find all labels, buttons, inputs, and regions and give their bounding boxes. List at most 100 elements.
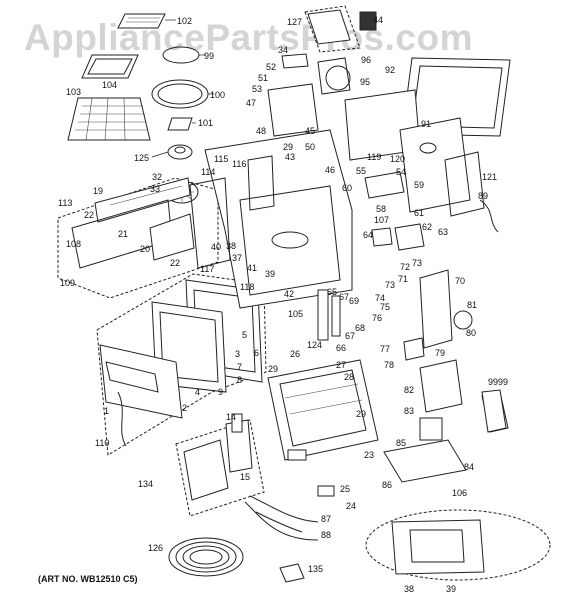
callout-64: 64 [363,230,373,240]
callout-115: 115 [214,154,228,164]
callout-55: 55 [356,166,366,176]
callout-99: 99 [204,51,214,61]
callout-58: 58 [376,204,386,214]
callout-80: 80 [466,328,476,338]
coupler-125 [151,144,193,160]
callout-29b: 29 [268,364,278,374]
callout-37: 37 [232,253,242,263]
callout-4: 4 [195,387,200,397]
coil-126 [168,537,244,577]
callout-113: 113 [58,198,72,208]
callout-134: 134 [138,479,153,489]
callout-103: 103 [66,87,81,97]
callout-69: 69 [349,296,359,306]
callout-63: 63 [438,227,448,237]
wire-harness [244,495,319,541]
callout-75: 75 [380,302,390,312]
callout-43: 43 [285,152,295,162]
callout-39a: 39 [265,269,275,279]
callout-119: 119 [367,152,381,162]
callout-72: 72 [400,262,410,272]
callout-86: 86 [382,480,392,490]
ring-99 [162,46,206,64]
callout-101: 101 [198,118,213,128]
callout-135: 135 [308,564,323,574]
main-cavity [189,129,353,309]
callout-62: 62 [422,222,432,232]
callout-65: 65 [327,287,337,297]
callout-120: 120 [390,154,405,164]
callout-48: 48 [256,126,266,136]
pad-135 [279,563,305,583]
callout-116: 116 [232,159,246,169]
hinge-parts [317,289,341,341]
callout-52: 52 [266,62,276,72]
callout-95: 95 [360,77,370,87]
callout-14: 14 [226,412,236,422]
control-panel-assembly [57,177,219,299]
callout-32: 32 [152,172,162,182]
callout-60: 60 [342,183,352,193]
callout-106: 106 [452,488,467,498]
bottom-grille [267,359,379,497]
callout-51: 51 [258,73,268,83]
callout-38b: 38 [404,584,414,594]
callout-81: 81 [467,300,477,310]
callout-74: 74 [375,293,385,303]
callout-73: 73 [412,258,422,268]
callout-22a: 22 [84,210,94,220]
callout-15: 15 [240,472,250,482]
inset-detail [365,509,551,581]
callout-89: 89 [478,191,488,201]
callout-67b: 67 [345,331,355,341]
callout-100: 100 [210,90,225,100]
callout-46: 46 [325,165,335,175]
callout-44: 44 [373,15,383,25]
callout-125: 125 [134,153,149,163]
callout-92: 92 [385,65,395,75]
callout-40: 40 [211,242,221,252]
art-number: (ART NO. WB12510 C5) [38,574,138,584]
callout-108: 108 [66,239,81,249]
callout-124: 124 [307,340,322,350]
callout-87: 87 [321,514,331,524]
callout-61: 61 [414,208,424,218]
callout-23: 23 [364,450,374,460]
callout-84: 84 [464,462,474,472]
callout-3: 3 [235,349,240,359]
filter-104 [81,54,139,79]
callout-38a: 38 [226,241,236,251]
callout-66: 66 [336,343,346,353]
callout-26: 26 [290,349,300,359]
blower-assembly [267,5,377,137]
manual-9999 [481,389,507,433]
callout-107: 107 [374,215,389,225]
callout-121: 121 [482,172,497,182]
callout-70: 70 [455,276,465,286]
rack-103 [67,97,151,141]
callout-82: 82 [404,385,414,395]
callout-126: 126 [148,543,163,553]
turntable-100 [151,79,214,109]
callout-2: 2 [182,403,187,413]
callout-41: 41 [247,263,257,273]
callout-110: 110 [95,438,109,448]
callout-91: 91 [421,119,431,129]
callout-21: 21 [118,229,128,239]
callout-22b: 22 [170,258,180,268]
filter-102 [117,13,176,29]
callout-19: 19 [93,186,103,196]
callout-labels: 102 99 104 100 103 101 125 19 32 33 113 … [58,15,508,594]
callout-33: 33 [150,184,160,194]
callout-71: 71 [398,274,408,284]
callout-68: 68 [355,323,365,333]
callout-85: 85 [396,438,406,448]
callout-127: 127 [287,17,302,27]
callout-6: 6 [254,348,259,358]
callout-96: 96 [361,55,371,65]
callout-34: 34 [278,45,288,55]
callout-114: 114 [201,167,215,177]
callout-25: 25 [340,484,350,494]
interlock-parts [364,171,499,361]
